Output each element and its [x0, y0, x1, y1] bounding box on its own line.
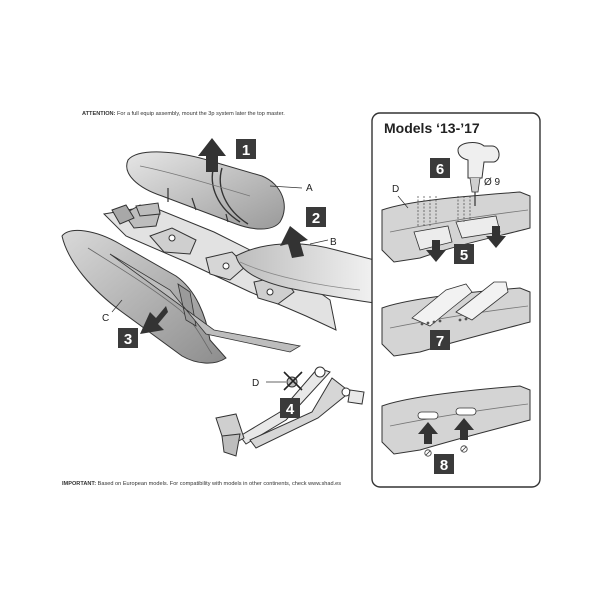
step-2-badge: 2 [306, 207, 326, 227]
label-part-d-panel: D [392, 184, 399, 195]
step-6-number: 6 [436, 161, 444, 178]
step-5-badge: 5 [454, 244, 474, 264]
arrow-step-1 [198, 138, 226, 172]
step-8-badge: 8 [434, 454, 454, 474]
step-1-number: 1 [242, 142, 250, 159]
side-panel-part-c [61, 230, 302, 364]
seat-part-b [235, 243, 383, 305]
important-label: IMPORTANT: [62, 481, 97, 487]
models-panel-title: Models ‘13-’17 [384, 120, 480, 136]
attention-note: ATTENTION: For a full equip assembly, mo… [82, 111, 285, 117]
step-2-number: 2 [312, 210, 320, 227]
models-panel: Models ‘13-’17 Ø 9 D [371, 112, 541, 488]
step-5-number: 5 [460, 247, 468, 264]
drill-size-label: Ø 9 [484, 177, 501, 188]
drill-view: Ø 9 D [381, 142, 531, 263]
label-part-b: B [330, 237, 337, 248]
step-4-number: 4 [286, 401, 295, 418]
important-text: Based on European models. For compatibil… [96, 481, 342, 487]
step-1-badge: 1 [236, 139, 256, 159]
attention-text: For a full equip assembly, mount the 3p … [115, 111, 285, 117]
label-part-c: C [102, 313, 109, 324]
step-7-badge: 7 [430, 330, 450, 350]
bolt-view [381, 385, 531, 457]
label-part-d: D [252, 378, 259, 389]
attention-label: ATTENTION: [82, 111, 116, 117]
label-part-a: A [306, 183, 313, 194]
leader-lines [111, 185, 329, 313]
important-note: IMPORTANT: Based on European models. For… [62, 481, 341, 487]
step-3-number: 3 [124, 331, 132, 348]
step-4-badge: 4 [280, 398, 300, 418]
step-8-number: 8 [440, 457, 448, 474]
cover-part-a [126, 151, 285, 230]
bolt-d [266, 371, 303, 391]
step-3-badge: 3 [118, 328, 138, 348]
step-6-badge: 6 [430, 158, 450, 178]
arrow-step-2 [280, 226, 308, 258]
cut-view [381, 281, 531, 357]
footrest-bracket [215, 366, 365, 457]
step-7-number: 7 [436, 333, 444, 350]
rear-light [111, 202, 161, 225]
arrow-step-3 [140, 306, 168, 334]
